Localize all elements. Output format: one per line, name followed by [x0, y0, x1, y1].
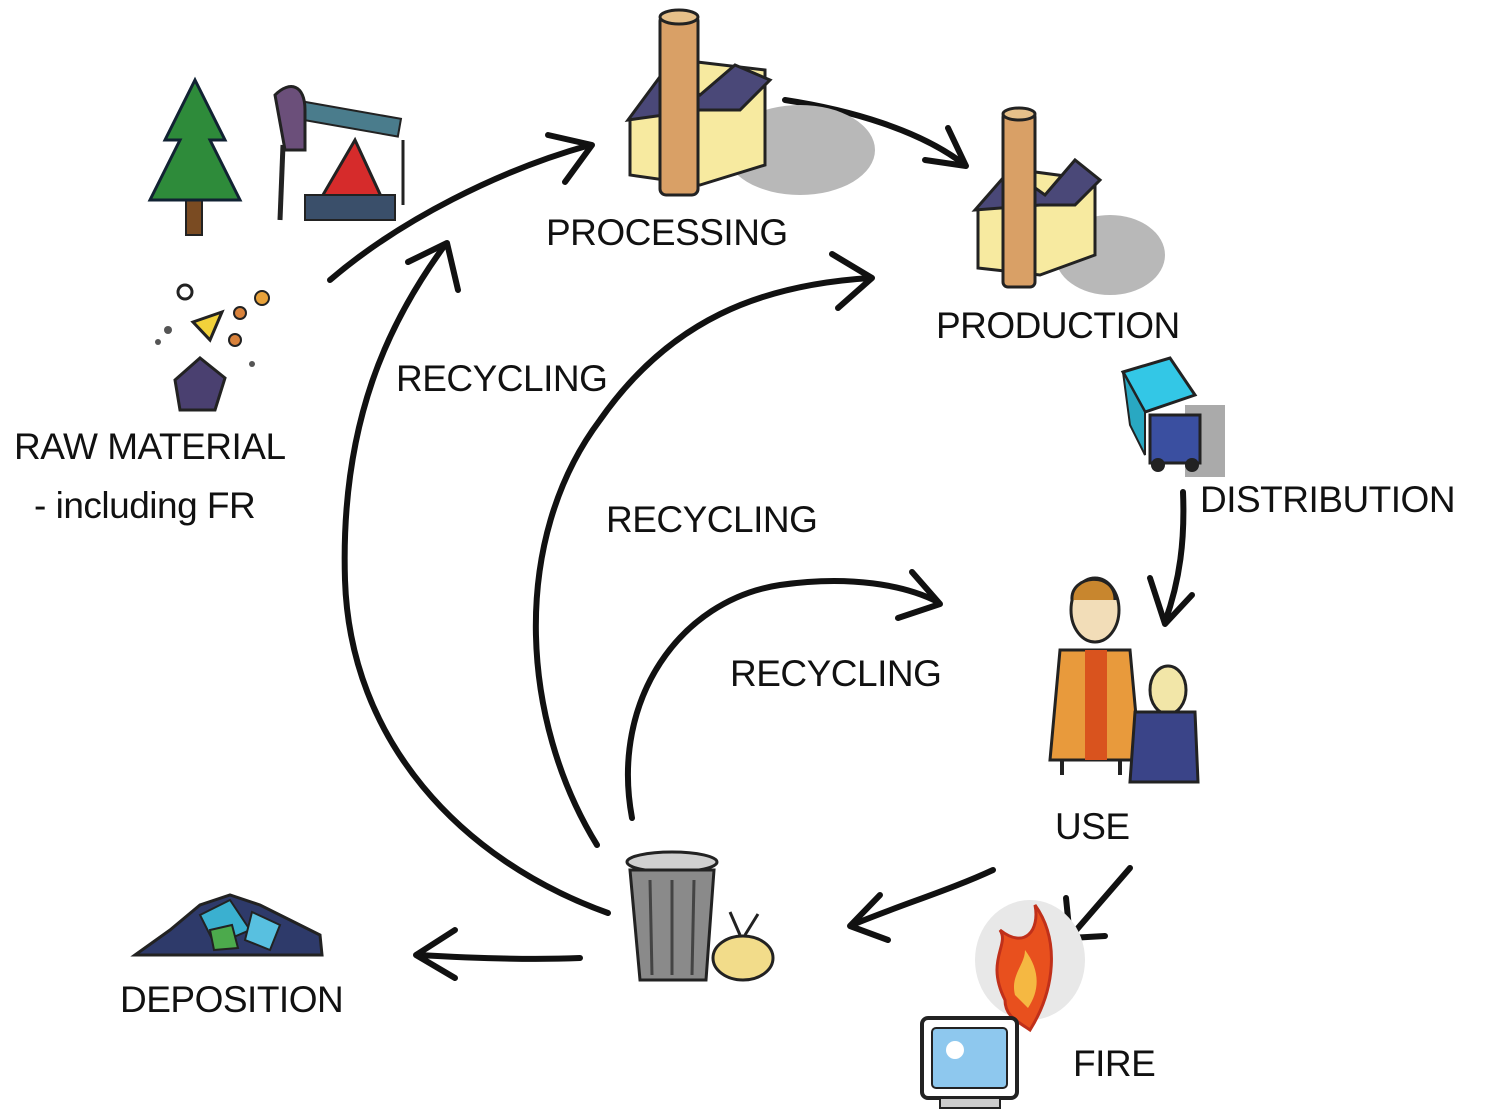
- processing-factory-icon: [624, 8, 875, 197]
- deposition-label: DEPOSITION: [120, 979, 344, 1020]
- distribution-label: DISTRIBUTION: [1200, 479, 1456, 520]
- arrow-processing-to-production: [782, 97, 969, 169]
- production-label: PRODUCTION: [936, 305, 1180, 346]
- processing-label: PROCESSING: [546, 212, 788, 253]
- recycling-label-middle: RECYCLING: [606, 499, 818, 540]
- tree-icon: [147, 76, 243, 236]
- trash-can-icon: [625, 850, 775, 982]
- arrow-recycling-to-use: [625, 569, 943, 821]
- arrow-use-to-disposal: [847, 867, 996, 943]
- recycling-label-inner: RECYCLING: [730, 653, 942, 694]
- use-label: USE: [1055, 806, 1130, 847]
- truck-icon: [1120, 356, 1225, 477]
- landfill-icon: [130, 893, 324, 957]
- arrow-recycling-to-processing: [341, 240, 611, 916]
- recycling-label-outer: RECYCLING: [396, 358, 608, 399]
- burning-tv-icon: [920, 900, 1085, 1109]
- arrow-distribution-to-use: [1147, 489, 1195, 627]
- arrow-recycling-to-production: [532, 251, 875, 848]
- fire-label: FIRE: [1073, 1043, 1156, 1084]
- ore-pile-icon: [155, 283, 270, 412]
- people-icon: [1048, 576, 1200, 784]
- raw-material-label: RAW MATERIAL: [14, 426, 286, 467]
- oil-pump-icon: [273, 85, 405, 221]
- raw-material-sublabel: - including FR: [34, 485, 256, 526]
- production-factory-icon: [971, 106, 1165, 295]
- arrow-disposal-to-deposition: [413, 927, 583, 981]
- arrow-raw-to-processing: [327, 132, 595, 283]
